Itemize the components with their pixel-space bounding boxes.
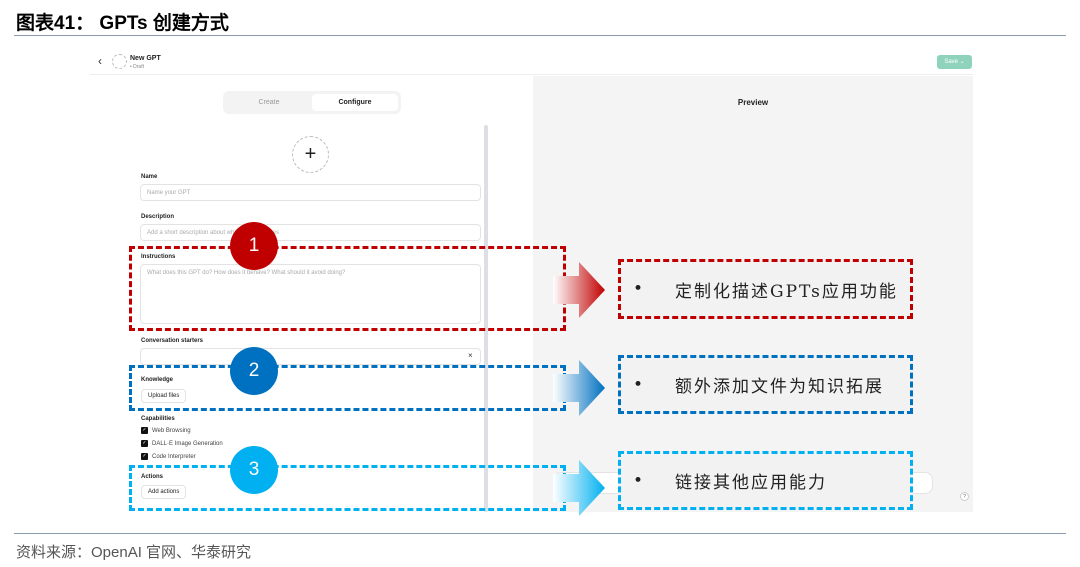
- capability-label: Code Interpreter: [152, 453, 196, 460]
- annotation-callout-3: • 链接其他应用能力: [618, 451, 913, 510]
- name-label: Name: [141, 174, 158, 180]
- gpt-name: New GPT: [130, 55, 161, 62]
- tab-configure[interactable]: Configure: [312, 94, 398, 111]
- arrow-right-icon: [553, 262, 605, 318]
- tab-create[interactable]: Create: [258, 99, 280, 106]
- top-divider: [14, 35, 1066, 36]
- annotation-marker-1: 1: [230, 222, 278, 270]
- bullet: •: [633, 374, 646, 395]
- scrollbar[interactable]: [484, 125, 488, 512]
- annotation-callout-1: • 定制化描述GPTs应用功能: [618, 259, 913, 319]
- arrow-right-icon: [553, 460, 605, 516]
- knowledge-label: Knowledge: [141, 377, 174, 383]
- add-actions-button[interactable]: Add actions: [141, 485, 187, 499]
- annotation-box-2: [129, 365, 566, 411]
- bullet: •: [633, 279, 646, 299]
- annotation-marker-3: 3: [230, 446, 278, 494]
- callout-text: 定制化描述GPTs应用功能: [675, 281, 898, 302]
- save-button[interactable]: Save ⌄: [937, 55, 972, 69]
- callout-text: 链接其他应用能力: [675, 473, 828, 493]
- preview-title: Preview: [737, 98, 769, 107]
- checkbox-checked-icon[interactable]: ✓: [141, 453, 148, 460]
- header: ‹ New GPT • Draft Save ⌄: [90, 45, 973, 75]
- upload-files-button[interactable]: Upload files: [141, 389, 187, 403]
- capability-label: DALL·E Image Generation: [152, 440, 223, 447]
- instructions-label: Instructions: [141, 254, 176, 260]
- description-input[interactable]: Add a short description about what this …: [140, 224, 481, 241]
- actions-label: Actions: [141, 474, 164, 480]
- figure-title: 图表41： GPTs 创建方式: [16, 13, 229, 34]
- capability-label: Web Browsing: [152, 427, 191, 434]
- annotation-box-3: [129, 465, 566, 511]
- checkbox-checked-icon[interactable]: ✓: [141, 427, 148, 434]
- back-chevron-icon[interactable]: ‹: [98, 54, 102, 68]
- annotation-callout-2: • 额外添加文件为知识拓展: [618, 355, 913, 414]
- source-note: 资料来源：OpenAI 官网、华泰研究: [16, 544, 252, 561]
- name-input[interactable]: Name your GPT: [140, 184, 481, 201]
- bottom-divider: [14, 533, 1066, 534]
- capabilities-label: Capabilities: [141, 416, 175, 422]
- starters-label: Conversation starters: [141, 338, 204, 344]
- gpt-avatar[interactable]: [112, 54, 127, 69]
- capability-code-interpreter[interactable]: ✓ Code Interpreter: [141, 453, 196, 460]
- remove-starter-close-icon[interactable]: ×: [468, 351, 473, 360]
- help-button[interactable]: ?: [960, 492, 969, 501]
- starter-input[interactable]: [140, 348, 481, 365]
- checkbox-checked-icon[interactable]: ✓: [141, 440, 148, 447]
- callout-text: 额外添加文件为知识拓展: [675, 377, 885, 397]
- instructions-textarea[interactable]: What does this GPT do? How does it behav…: [140, 264, 481, 324]
- add-image-plus-icon[interactable]: +: [292, 136, 329, 173]
- capability-web-browsing[interactable]: ✓ Web Browsing: [141, 427, 191, 434]
- annotation-box-1: [129, 246, 566, 331]
- mode-tabs: Create Configure: [223, 91, 401, 114]
- capability-dalle[interactable]: ✓ DALL·E Image Generation: [141, 440, 223, 447]
- bullet: •: [633, 470, 646, 491]
- annotation-marker-2: 2: [230, 347, 278, 395]
- draft-status: • Draft: [130, 64, 144, 70]
- arrow-right-icon: [553, 360, 605, 416]
- description-label: Description: [141, 214, 175, 220]
